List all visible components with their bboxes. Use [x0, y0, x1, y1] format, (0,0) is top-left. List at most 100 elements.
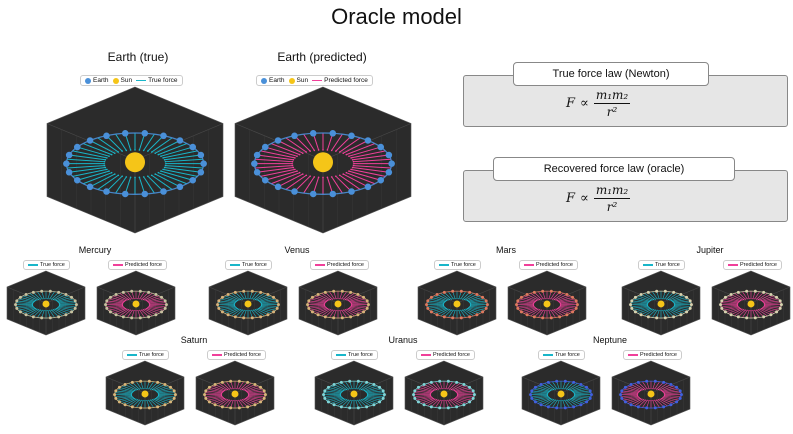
- neptune-true-force-vector: [530, 392, 548, 395]
- earth-predicted-force-vector: [270, 172, 300, 185]
- uranus-true-force-vector: [333, 384, 346, 391]
- mercury-pred-planet-point: [160, 310, 164, 314]
- mars-true-force-vector: [440, 309, 450, 317]
- earth-predicted-planet-point: [388, 160, 395, 167]
- legend-item: Predicted force: [113, 262, 162, 268]
- saturn-true-force-head: [132, 390, 135, 392]
- mars-pred-planet-point: [549, 316, 553, 320]
- saturn-true-sun: [141, 390, 149, 398]
- saturn-true-force-vector: [132, 382, 140, 390]
- mercury-pred-force-vector: [106, 306, 123, 309]
- earth-predicted-planet-point: [377, 143, 385, 151]
- saturn-true-force-head: [144, 400, 146, 402]
- jupiter-pred-force-vector: [730, 294, 743, 301]
- mars-title: Mars: [496, 245, 516, 255]
- mercury-true-planet-point: [24, 313, 28, 317]
- legend-item: True force: [127, 352, 164, 358]
- jupiter-pred-force-head: [760, 307, 762, 310]
- venus-true-force-vector: [231, 293, 241, 300]
- jupiter-true-force-vector: [664, 310, 670, 318]
- mars-true-force-head: [444, 300, 447, 302]
- jupiter-true-sun: [657, 300, 665, 308]
- venus-true-force-head: [241, 298, 243, 300]
- earth-predicted-force-head: [348, 155, 350, 158]
- earth-predicted-force-head: [342, 173, 345, 175]
- jupiter-true-plot: [620, 269, 702, 337]
- earth-true-force-head: [110, 171, 113, 174]
- neptune-pred-force-head: [659, 389, 661, 391]
- uranus-pred-force-head: [443, 387, 445, 390]
- mercury-pred-force-head: [145, 307, 147, 310]
- mars-true-planet-point: [475, 292, 479, 296]
- earth-predicted-force-head: [296, 155, 298, 158]
- legend-label: Earth: [269, 77, 285, 84]
- neptune-pred-force-head: [661, 390, 664, 392]
- uranus-true-force-head: [340, 392, 342, 394]
- uranus-true-force-head: [353, 400, 355, 402]
- mercury-pred-force-head: [131, 298, 133, 300]
- legend-item: True force: [643, 262, 680, 268]
- saturn-pred-force-vector: [211, 398, 225, 404]
- mars-pred-planet-point: [515, 303, 519, 307]
- neptune-pred-force-head: [637, 391, 640, 393]
- earth-true-force-head: [138, 176, 141, 179]
- venus-pred-force-vector: [343, 292, 351, 300]
- neptune-pred-svg: [611, 360, 691, 426]
- jupiter-pred-force-vector: [754, 291, 760, 299]
- saturn-true-force-vector: [132, 399, 140, 408]
- jupiter-true-force-vector: [648, 292, 656, 300]
- earth-predicted-force-vector: [303, 176, 315, 194]
- earth-predicted-force-head: [345, 171, 348, 174]
- mercury-pred-force-head: [131, 309, 133, 312]
- mercury-true-force-vector: [51, 292, 59, 300]
- mercury-true-force-head: [54, 299, 56, 301]
- neptune-true-planet-point: [572, 405, 576, 409]
- saturn-true-force-head: [131, 396, 134, 398]
- uranus-pred-force-head: [437, 399, 439, 401]
- saturn-true-force-head: [140, 388, 142, 390]
- mars-true-planet-point: [484, 306, 488, 310]
- mars-pred-force-vector: [559, 298, 575, 303]
- mercury-true-force-vector: [59, 305, 77, 307]
- venus-true-force-head: [247, 297, 249, 300]
- saturn-true-force-vector: [157, 388, 173, 393]
- uranus-true-svg: [314, 360, 394, 426]
- mercury-true-force-vector: [25, 308, 38, 316]
- uranus-true-planet-point: [356, 406, 360, 410]
- neptune-pred-sun: [647, 390, 655, 398]
- saturn-pred-force-vector: [205, 390, 222, 394]
- saturn-pred-planet-point: [229, 406, 233, 410]
- venus-pred-force-vector: [312, 307, 327, 313]
- uranus-pred-planet-point: [412, 393, 416, 397]
- mercury-pred-planet-point: [138, 316, 142, 320]
- venus-true-force-vector: [239, 291, 245, 299]
- jupiter-pred-force-vector: [723, 306, 739, 311]
- mars-true-force-vector: [467, 295, 481, 301]
- legend-item: Predicted force: [315, 262, 364, 268]
- mercury-true-force-vector: [49, 291, 55, 299]
- uranus-pred-plot: [403, 359, 485, 427]
- uranus-true-force-vector: [357, 381, 363, 389]
- jupiter-true-force-vector: [674, 300, 691, 304]
- saturn-true-force-head: [146, 399, 148, 402]
- uranus-pred-force-vector: [435, 381, 441, 389]
- earth-true-force-head: [160, 155, 162, 158]
- saturn-pred-force-head: [240, 399, 242, 401]
- venus-true-planet-point: [275, 299, 279, 303]
- mercury-pred-force-head: [133, 298, 135, 300]
- mercury-true-force-head: [36, 299, 38, 301]
- neptune-pred-planet-point: [678, 396, 682, 400]
- mercury-true-force-vector: [20, 307, 35, 313]
- earth-true-force-vector: [97, 137, 119, 153]
- neptune-pred-force-head: [650, 400, 652, 402]
- earth-true-force-vector: [97, 174, 119, 190]
- mars-true-force-head: [463, 298, 466, 301]
- saturn-pred-force-vector: [222, 382, 230, 390]
- mercury-true-planet-point: [70, 295, 74, 299]
- neptune-pred-force-vector: [630, 384, 643, 391]
- uranus-true-planet-point: [382, 393, 386, 397]
- mercury-true-force-vector: [37, 291, 43, 299]
- uranus-true-force-head: [366, 393, 369, 395]
- mercury-true-force-vector: [20, 297, 35, 302]
- earth-predicted-force-head: [317, 149, 320, 151]
